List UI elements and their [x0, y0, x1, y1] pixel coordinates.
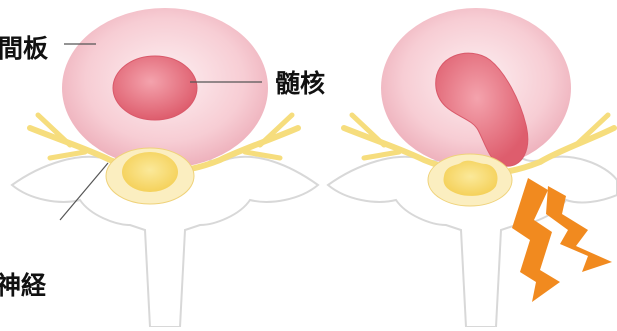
- disc-label: 間板: [0, 29, 48, 65]
- herniated-vertebra: [328, 8, 617, 327]
- normal-vertebra: [12, 8, 318, 327]
- nerve-label: 神経: [0, 266, 46, 302]
- spinal-cord: [122, 152, 178, 192]
- nucleus-label: 髄核: [275, 64, 325, 100]
- nucleus: [113, 56, 197, 120]
